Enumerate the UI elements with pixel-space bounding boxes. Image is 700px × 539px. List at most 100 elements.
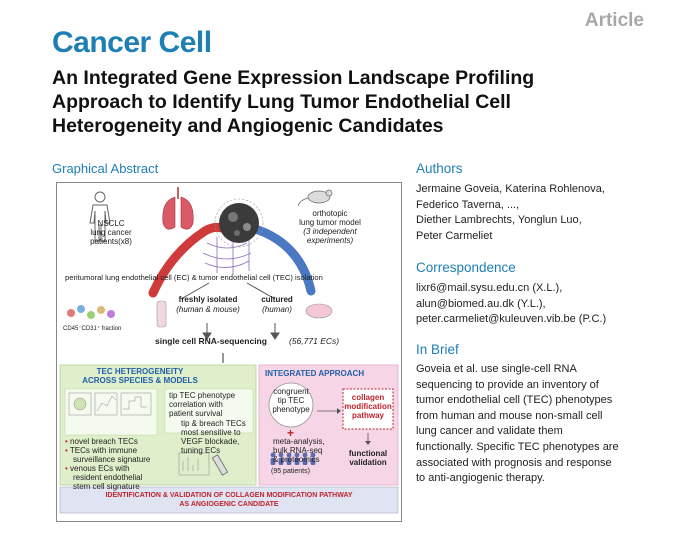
orthotopic-line: lung tumor model: [299, 218, 361, 227]
title-line: Approach to Identify Lung Tumor Endothel…: [52, 91, 511, 113]
nsclc-line: NSCLC: [97, 219, 125, 228]
finding-item: • venous ECs with: [65, 464, 130, 473]
artery-vessel: [148, 222, 230, 298]
email-link[interactable]: alun@biomed.au.dk (Y.L.),: [416, 297, 546, 310]
brief-line: sequencing to provide an inventory of: [416, 378, 599, 391]
vegf-line: tuning ECs: [181, 446, 221, 455]
human-figure-icon: [89, 191, 111, 242]
patients-count-label: (95 patients): [271, 468, 310, 475]
orthotopic-label: orthotopic lung tumor model (3 independe…: [293, 209, 367, 245]
brief-line: to anti-angiogenic therapy.: [416, 472, 545, 485]
brief-line: functionally. Specific TEC phenotypes ar…: [416, 440, 619, 453]
meta-line: & proteomics: [273, 455, 320, 464]
finding-text: surveillance signature: [73, 455, 151, 464]
brief-line: Goveia et al. use single-cell RNA: [416, 363, 577, 375]
abstract-illustration: [59, 187, 399, 514]
author-line: Federico Taverna, ...,: [416, 198, 520, 211]
plot-thumbnails: [68, 392, 210, 476]
vegf-line: VEGF blockade,: [181, 437, 240, 446]
finding-item: • novel breach TECs: [65, 437, 138, 446]
author-line: Jermaine Goveia, Katerina Rohlenova,: [416, 183, 605, 195]
finding-text: venous ECs with: [70, 464, 130, 473]
brief-line: associated with prognosis and response: [416, 456, 612, 469]
vegf-line: most sensitive to: [181, 428, 241, 437]
congruent-line: congruent: [273, 387, 309, 396]
article-title: An Integrated Gene Expression Landscape …: [52, 66, 652, 138]
flow-arrows: [180, 282, 280, 340]
collagen-line: collagen: [351, 393, 385, 402]
collagen-line: pathway: [351, 411, 384, 420]
email-link[interactable]: peter.carmeliet@kuleuven.vib.be (P.C.): [416, 313, 607, 326]
collagen-line: modification: [344, 402, 392, 411]
orthotopic-line: orthotopic: [312, 209, 348, 218]
nsclc-label: NSCLC lung cancer patients(x8): [81, 219, 141, 246]
authors-heading: Authors: [416, 161, 463, 176]
meta-line: bulk RNA-seq: [273, 446, 323, 455]
congruent-line: tip TEC: [277, 396, 305, 405]
mouse-icon: [297, 189, 333, 207]
authors-list: Jermaine Goveia, Katerina Rohlenova, Fed…: [416, 182, 605, 244]
human-mouse-label: (human & mouse): [176, 305, 240, 314]
correspondence-heading: Correspondence: [416, 260, 516, 275]
finding-text: stem cell signature: [73, 482, 140, 491]
tumor-mass-icon: [214, 198, 264, 248]
finding-item: • TECs with immune: [65, 446, 138, 455]
experiments-line: experiments): [306, 236, 354, 245]
brief-line: from human and mouse non-small cell: [416, 409, 603, 422]
nsclc-line: patients(x8): [90, 237, 132, 246]
functional-line: functional: [348, 449, 388, 458]
in-brief-text: Goveia et al. use single-cell RNA sequen…: [416, 362, 619, 487]
lungs-icon: [162, 187, 194, 230]
fraction-label: CD45⁻CD31⁺ fraction: [63, 326, 122, 332]
finding-text: resident endothelial: [73, 473, 143, 482]
petri-dish-icon: [305, 303, 333, 319]
human-label: (human): [262, 305, 292, 314]
conclusion-label: IDENTIFICATION & VALIDATION OF COLLAGEN …: [60, 491, 398, 509]
heading-line: ACROSS SPECIES & MODELS: [82, 376, 198, 385]
experiments-line: (3 independent: [303, 227, 357, 236]
collagen-label: collagen modification pathway: [343, 393, 393, 420]
ec-count-label: (56,771 ECs): [289, 336, 340, 346]
title-line: Heterogeneity and Angiogenic Candidates: [52, 115, 444, 137]
conclusion-bar: [59, 486, 399, 514]
functional-validation-label: functional validation: [343, 449, 393, 467]
functional-line: validation: [349, 458, 387, 467]
syringe-icon: [211, 454, 229, 476]
tip-line: correlation with: [169, 400, 223, 409]
in-brief-heading: In Brief: [416, 342, 459, 357]
email-link[interactable]: lixr6@mail.sysu.edu.cn (X.L.),: [416, 282, 563, 294]
congruent-label: congruent tip TEC phenotype: [267, 387, 315, 414]
findings-list: • novel breach TECs • TECs with immune s…: [65, 437, 150, 491]
meta-analysis-label: meta-analysis, bulk RNA-seq & proteomics: [273, 437, 325, 464]
tube-icon: [156, 300, 167, 328]
capillary-network: [202, 235, 252, 275]
author-line: Peter Carmeliet: [416, 229, 493, 242]
collagen-pathway-box: [342, 388, 394, 430]
freshly-isolated-label: freshly isolated: [178, 295, 238, 304]
isolation-label: peritumoral lung endothelial cell (EC) &…: [65, 273, 323, 282]
vegf-label: tip & breach TECs most sensitive to VEGF…: [181, 419, 246, 455]
plus-sign: +: [287, 426, 295, 440]
meta-line: meta-analysis,: [273, 437, 325, 446]
brief-line: lung cancer and validate them: [416, 425, 563, 438]
graphical-abstract-heading: Graphical Abstract: [52, 161, 159, 176]
brief-line: tumor endothelial cell (TEC) phenotypes: [416, 394, 613, 407]
finding-text: TECs with immune: [69, 446, 138, 455]
tip-line: patient survival: [169, 409, 223, 418]
conclusion-line: AS ANGIOGENIC CANDIDATE: [179, 501, 279, 508]
tip-line: tip TEC phenotype: [169, 391, 236, 400]
tec-heterogeneity-heading: TEC HETEROGENEITY ACROSS SPECIES & MODEL…: [65, 367, 215, 385]
patients-icon: [270, 452, 316, 465]
cultured-label: cultured: [261, 295, 293, 304]
integrated-approach-heading: INTEGRATED APPROACH: [265, 369, 365, 378]
journal-name: Cancer Cell: [52, 26, 212, 59]
graphical-abstract-figure: NSCLC lung cancer patients(x8) orthotopi…: [56, 182, 402, 522]
finding-text: novel breach TECs: [70, 437, 138, 446]
heading-line: TEC HETEROGENEITY: [96, 367, 184, 376]
author-line: Diether Lambrechts, Yonglun Luo,: [416, 214, 582, 227]
article-type-label: Article: [584, 10, 644, 31]
vegf-line: tip & breach TECs: [181, 419, 246, 428]
conclusion-line: IDENTIFICATION & VALIDATION OF COLLAGEN …: [105, 492, 353, 499]
tip-correlation-label: tip TEC phenotype correlation with patie…: [169, 391, 235, 418]
congruent-line: phenotype: [272, 405, 310, 414]
